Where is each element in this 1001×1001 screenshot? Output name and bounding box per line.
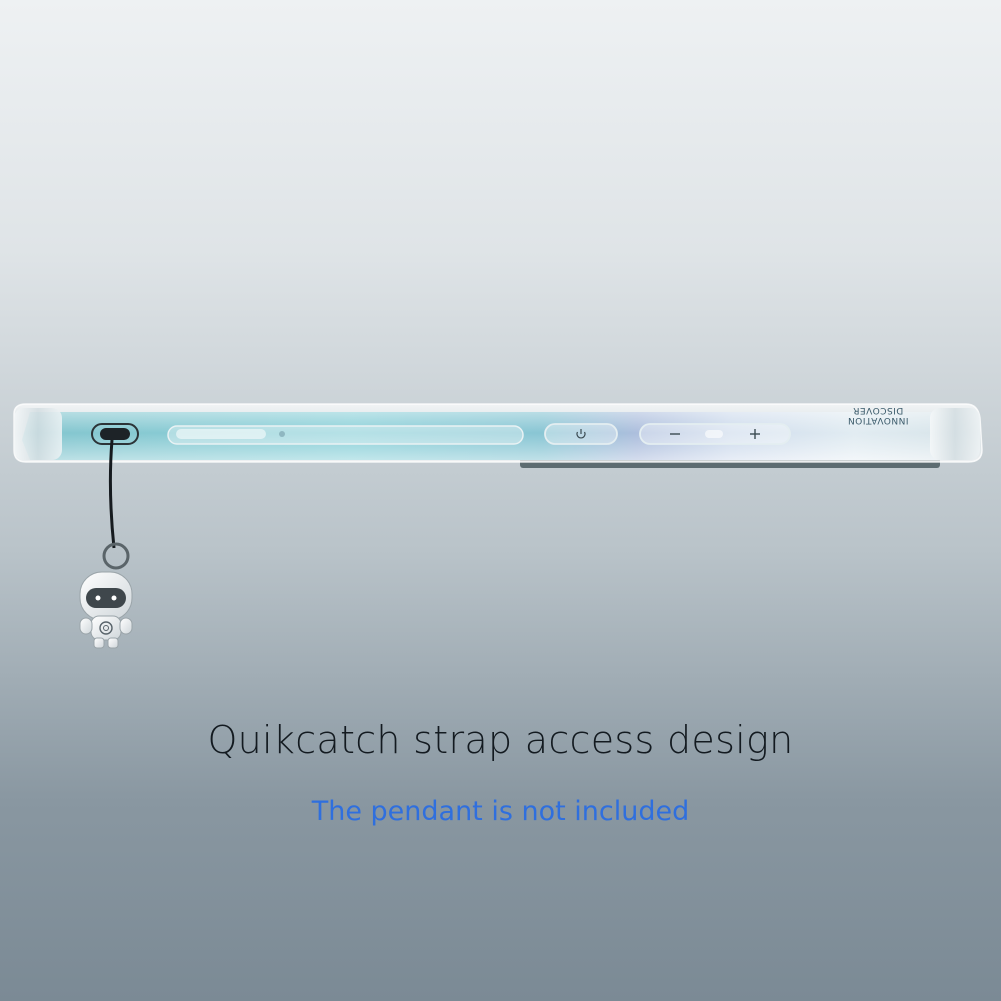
sim-tray [176,429,266,439]
svg-text:DISCOVER: DISCOVER [853,405,904,415]
power-icon [576,429,586,439]
strap-loop [100,428,130,440]
plus-icon [750,429,760,439]
left-bumper [14,408,62,460]
headline: Quikcatch strap access design [207,718,794,762]
right-bumper [930,408,980,460]
svg-text:INNOVATION: INNOVATION [847,415,908,425]
strap-hole [91,423,139,445]
phone-case-side-view: INNOVATION DISCOVER [13,403,983,649]
sim-eject-hole [279,431,285,437]
subline-note: The pendant is not included [311,796,690,827]
astronaut-pendant-icon [79,571,133,649]
lanyard-cord [108,439,116,549]
clear-case [13,403,983,463]
volume-divider [705,430,723,438]
key-ring [102,542,130,570]
case-engraving: INNOVATION DISCOVER [847,405,908,425]
